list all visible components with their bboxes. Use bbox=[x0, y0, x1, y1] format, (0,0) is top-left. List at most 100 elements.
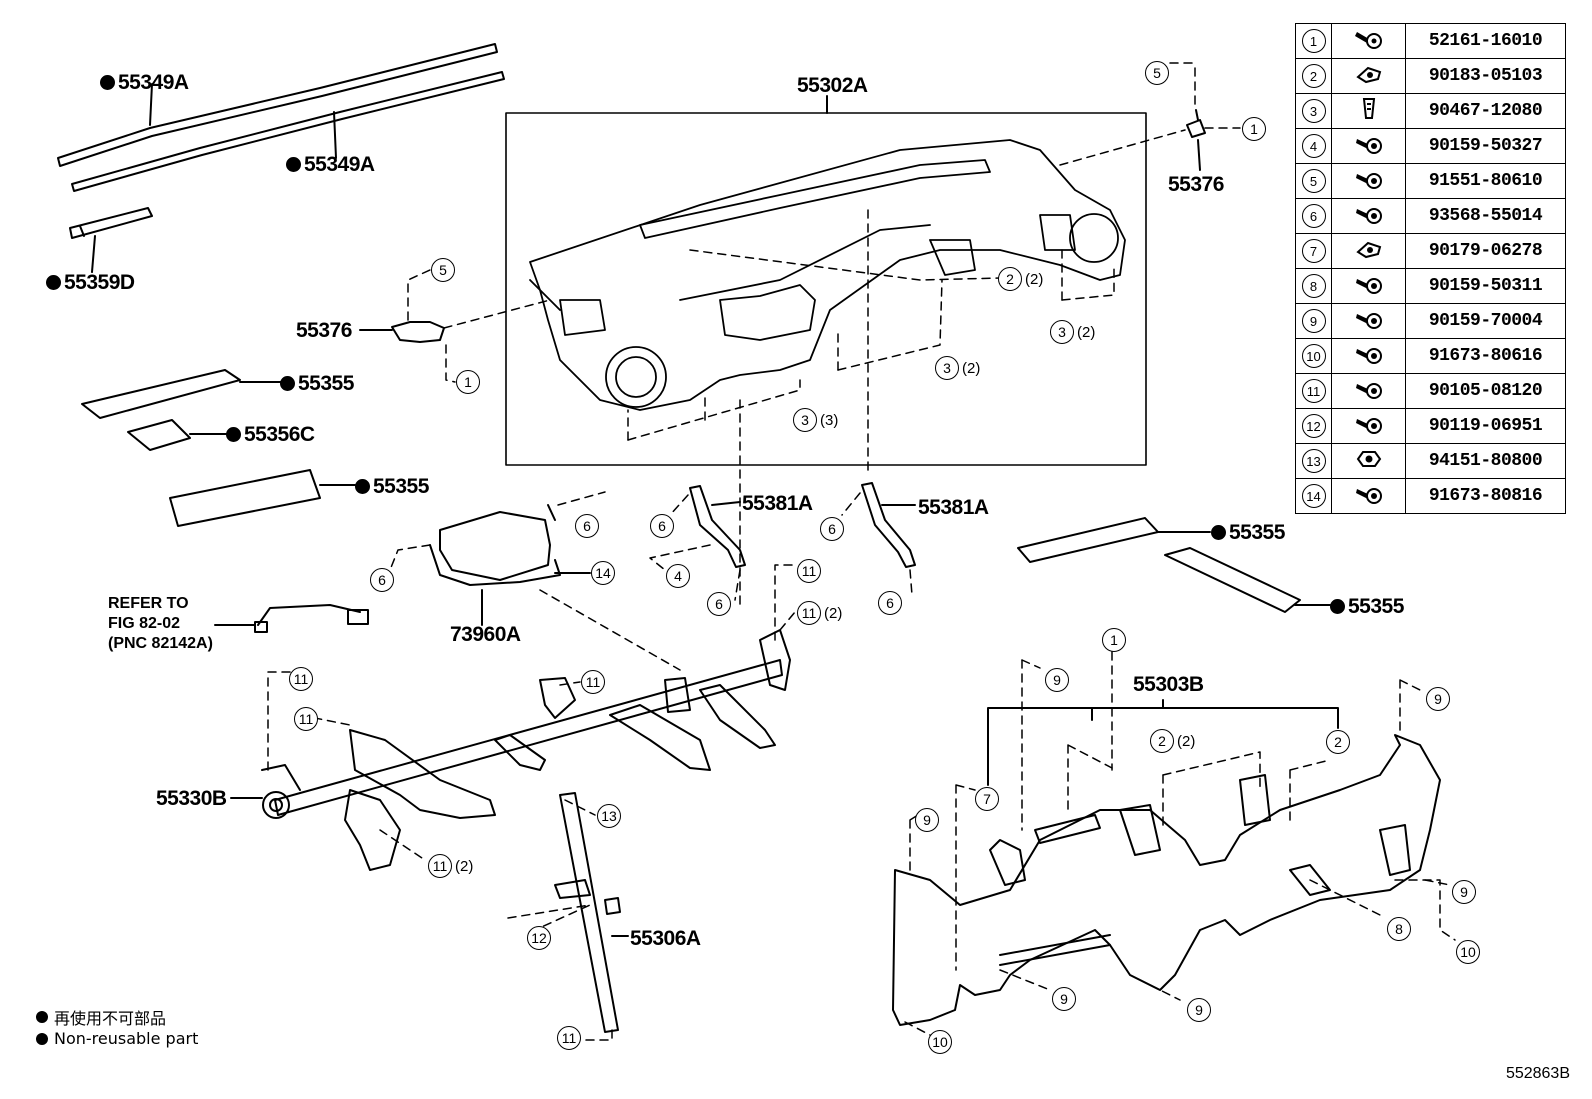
part-index-cell: 7 bbox=[1295, 233, 1332, 269]
part-index: 1 bbox=[1301, 29, 1326, 53]
brace-55306a bbox=[554, 792, 621, 1033]
screw-icon bbox=[1354, 382, 1384, 404]
part-icon-cell bbox=[1331, 338, 1406, 374]
screw-icon bbox=[1354, 417, 1384, 439]
label-55356c: 55356C bbox=[226, 424, 315, 445]
pad-55355-d bbox=[1164, 547, 1301, 613]
callout: 13 bbox=[597, 804, 624, 828]
legend-jp: 再使用不可部品 bbox=[36, 1005, 166, 1029]
bracket-55381a-right bbox=[861, 482, 916, 568]
pad-55355-c bbox=[1017, 517, 1159, 563]
non-reusable-dot-icon bbox=[36, 1011, 48, 1023]
part-index: 4 bbox=[1301, 134, 1326, 158]
part-index-cell: 8 bbox=[1295, 268, 1332, 304]
non-reusable-dot-icon bbox=[286, 157, 301, 172]
label-73960a: 73960A bbox=[450, 623, 521, 646]
part-index-cell: 10 bbox=[1295, 338, 1332, 374]
label-55376-left: 55376 bbox=[296, 319, 352, 342]
parts-table-row: 7 90179-06278 bbox=[1295, 233, 1566, 269]
part-index-cell: 5 bbox=[1295, 163, 1332, 199]
part-icon-cell bbox=[1331, 443, 1406, 479]
part-icon-cell bbox=[1331, 93, 1406, 129]
screw-icon bbox=[1354, 172, 1384, 194]
label-55349a-lower: 55349A bbox=[286, 154, 375, 175]
callout: 12 bbox=[527, 926, 554, 950]
non-reusable-dot-icon bbox=[36, 1032, 48, 1045]
part-icon-cell bbox=[1331, 408, 1406, 444]
label-55376-right: 55376 bbox=[1168, 173, 1224, 196]
screw-icon bbox=[1354, 277, 1384, 299]
callout: 3(3) bbox=[793, 408, 838, 432]
screw-icon bbox=[1354, 312, 1384, 334]
callout: 6 bbox=[820, 517, 847, 541]
non-reusable-dot-icon bbox=[46, 275, 61, 290]
non-reusable-dot-icon bbox=[355, 479, 370, 494]
callout: 8 bbox=[1387, 917, 1414, 941]
callout: 3(2) bbox=[935, 356, 980, 380]
refer-to-note: REFER TO FIG 82-02 (PNC 82142A) bbox=[108, 595, 213, 652]
non-reusable-dot-icon bbox=[280, 376, 295, 391]
part-icon-cell bbox=[1331, 198, 1406, 234]
part-icon-cell bbox=[1331, 268, 1406, 304]
defroster-strip bbox=[69, 207, 153, 239]
non-reusable-dot-icon bbox=[1330, 599, 1345, 614]
callout: 3(2) bbox=[1050, 320, 1095, 344]
part-icon-cell bbox=[1331, 58, 1406, 94]
part-number: 91673-80616 bbox=[1405, 338, 1566, 374]
part-index-cell: 11 bbox=[1295, 373, 1332, 409]
part-index-cell: 14 bbox=[1295, 478, 1332, 514]
part-number: 90179-06278 bbox=[1405, 233, 1566, 269]
part-icon-cell bbox=[1331, 233, 1406, 269]
part-index: 8 bbox=[1301, 274, 1326, 298]
label-55381a-left: 55381A bbox=[742, 492, 813, 515]
instrument-panel bbox=[529, 139, 1126, 411]
callout: 1 bbox=[456, 370, 483, 394]
lower-instrument-panel bbox=[892, 734, 1441, 1026]
windshield-molding-upper bbox=[57, 43, 498, 167]
part-index: 7 bbox=[1301, 239, 1326, 263]
windshield-molding-lower bbox=[71, 71, 505, 192]
bracket-55376-right bbox=[1186, 109, 1206, 138]
label-55359d: 55359D bbox=[46, 272, 135, 293]
callout: 14 bbox=[591, 561, 618, 585]
label-55355-a: 55355 bbox=[280, 373, 354, 394]
part-icon-cell bbox=[1331, 128, 1406, 164]
screw-icon bbox=[1354, 137, 1384, 159]
label-55302a: 55302A bbox=[797, 74, 868, 97]
part-number: 93568-55014 bbox=[1405, 198, 1566, 234]
part-index: 6 bbox=[1301, 204, 1326, 228]
callout: 1 bbox=[1102, 628, 1129, 652]
part-index-cell: 2 bbox=[1295, 58, 1332, 94]
part-number: 52161-16010 bbox=[1405, 23, 1566, 59]
callout: 1 bbox=[1242, 117, 1269, 141]
label-55303b: 55303B bbox=[1133, 673, 1204, 696]
part-number: 90105-08120 bbox=[1405, 373, 1566, 409]
part-index: 3 bbox=[1301, 99, 1326, 123]
callout: 11 bbox=[289, 667, 316, 691]
callout: 9 bbox=[1187, 998, 1214, 1022]
callout: 9 bbox=[1052, 987, 1079, 1011]
part-icon-cell bbox=[1331, 373, 1406, 409]
part-index-cell: 1 bbox=[1295, 23, 1332, 59]
callout: 10 bbox=[928, 1030, 955, 1054]
figure-code: 552863B bbox=[1505, 1065, 1570, 1082]
label-55355-d: 55355 bbox=[1330, 596, 1404, 617]
non-reusable-dot-icon bbox=[100, 75, 115, 90]
callout: 9 bbox=[1452, 880, 1479, 904]
label-55330b: 55330B bbox=[156, 787, 227, 810]
part-index-cell: 9 bbox=[1295, 303, 1332, 339]
screw-icon bbox=[1354, 487, 1384, 509]
callout: 4 bbox=[666, 564, 693, 588]
callout: 6 bbox=[707, 592, 734, 616]
callout: 7 bbox=[975, 787, 1002, 811]
part-number: 90119-06951 bbox=[1405, 408, 1566, 444]
part-index: 14 bbox=[1301, 484, 1326, 508]
